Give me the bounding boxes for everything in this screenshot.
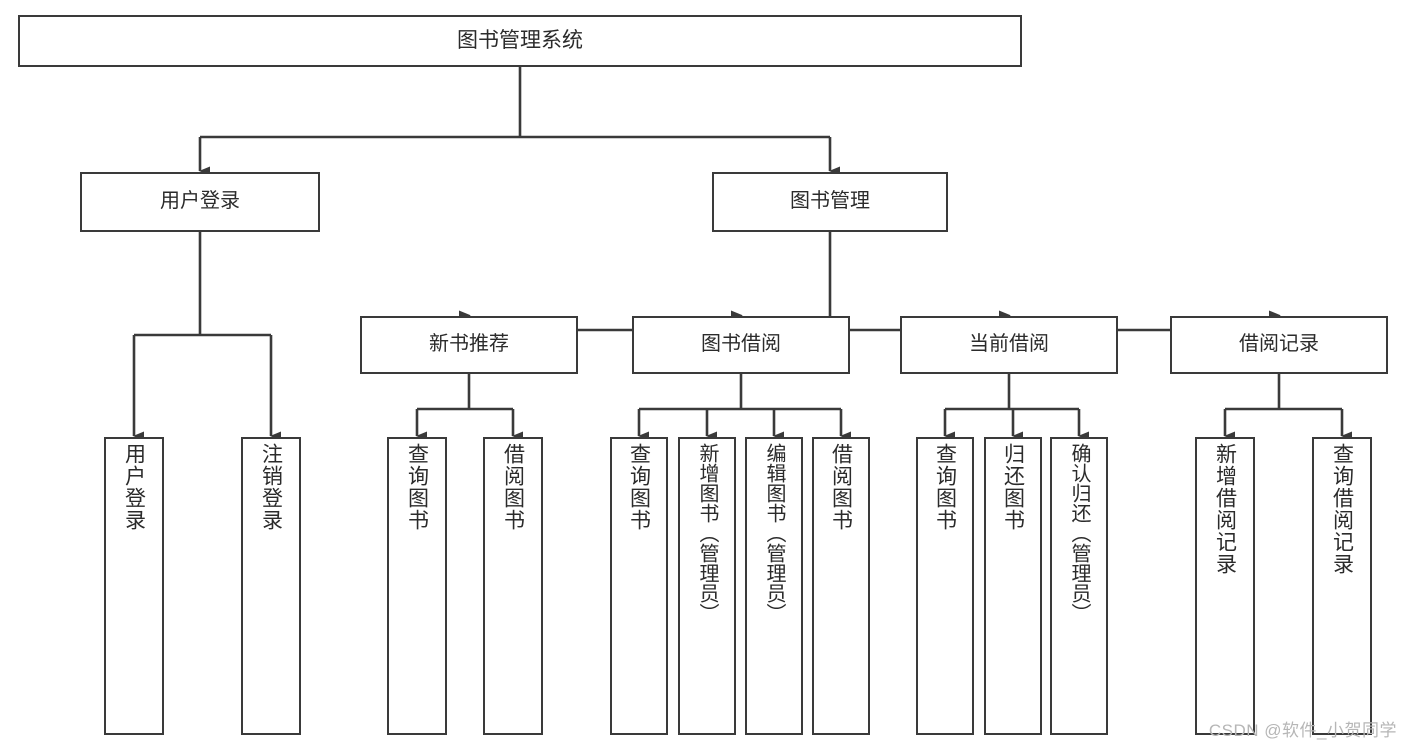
node-label-book-borrow: 图书借阅 xyxy=(701,333,781,356)
node-book-manage[interactable]: 图书管理 xyxy=(712,172,948,232)
node-root[interactable]: 图书管理系统 xyxy=(18,15,1022,67)
node-label-user-login: 用户登录 xyxy=(160,190,240,213)
node-label-leaf-edit-book: 编辑图书（管理员） xyxy=(763,443,785,623)
node-label-root: 图书管理系统 xyxy=(457,28,583,52)
node-book-borrow[interactable]: 图书借阅 xyxy=(632,316,850,374)
node-label-leaf-borrow-book-2: 借阅图书 xyxy=(829,443,853,531)
node-leaf-query-book-1[interactable]: 查询图书 xyxy=(387,437,447,735)
node-leaf-add-record[interactable]: 新增借阅记录 xyxy=(1195,437,1255,735)
node-label-borrow-record: 借阅记录 xyxy=(1239,333,1319,356)
node-borrow-record[interactable]: 借阅记录 xyxy=(1170,316,1388,374)
node-label-new-book-rec: 新书推荐 xyxy=(429,333,509,356)
node-new-book-rec[interactable]: 新书推荐 xyxy=(360,316,578,374)
node-label-leaf-borrow-book-1: 借阅图书 xyxy=(501,443,525,531)
node-leaf-user-logout[interactable]: 注销登录 xyxy=(241,437,301,735)
node-leaf-query-book-3[interactable]: 查询图书 xyxy=(916,437,974,735)
node-leaf-borrow-book-2[interactable]: 借阅图书 xyxy=(812,437,870,735)
node-leaf-query-book-2[interactable]: 查询图书 xyxy=(610,437,668,735)
node-label-book-manage: 图书管理 xyxy=(790,190,870,213)
node-user-login[interactable]: 用户登录 xyxy=(80,172,320,232)
node-label-current-borrow: 当前借阅 xyxy=(969,333,1049,356)
node-label-leaf-user-logout: 注销登录 xyxy=(259,443,283,531)
node-leaf-confirm-return[interactable]: 确认归还（管理员） xyxy=(1050,437,1108,735)
node-leaf-borrow-book-1[interactable]: 借阅图书 xyxy=(483,437,543,735)
connector-lines xyxy=(132,67,1352,441)
node-leaf-user-login[interactable]: 用户登录 xyxy=(104,437,164,735)
node-label-leaf-add-record: 新增借阅记录 xyxy=(1213,443,1237,575)
node-label-leaf-query-book-1: 查询图书 xyxy=(405,443,429,531)
node-label-leaf-add-book: 新增图书（管理员） xyxy=(696,443,718,623)
node-leaf-add-book[interactable]: 新增图书（管理员） xyxy=(678,437,736,735)
node-label-leaf-return-book: 归还图书 xyxy=(1001,443,1025,531)
node-leaf-edit-book[interactable]: 编辑图书（管理员） xyxy=(745,437,803,735)
node-leaf-return-book[interactable]: 归还图书 xyxy=(984,437,1042,735)
node-current-borrow[interactable]: 当前借阅 xyxy=(900,316,1118,374)
node-label-leaf-query-book-2: 查询图书 xyxy=(627,443,651,531)
node-label-leaf-confirm-return: 确认归还（管理员） xyxy=(1068,443,1090,623)
node-label-leaf-user-login: 用户登录 xyxy=(122,443,146,531)
node-label-leaf-query-book-3: 查询图书 xyxy=(933,443,957,531)
node-leaf-query-record[interactable]: 查询借阅记录 xyxy=(1312,437,1372,735)
node-label-leaf-query-record: 查询借阅记录 xyxy=(1330,443,1354,575)
